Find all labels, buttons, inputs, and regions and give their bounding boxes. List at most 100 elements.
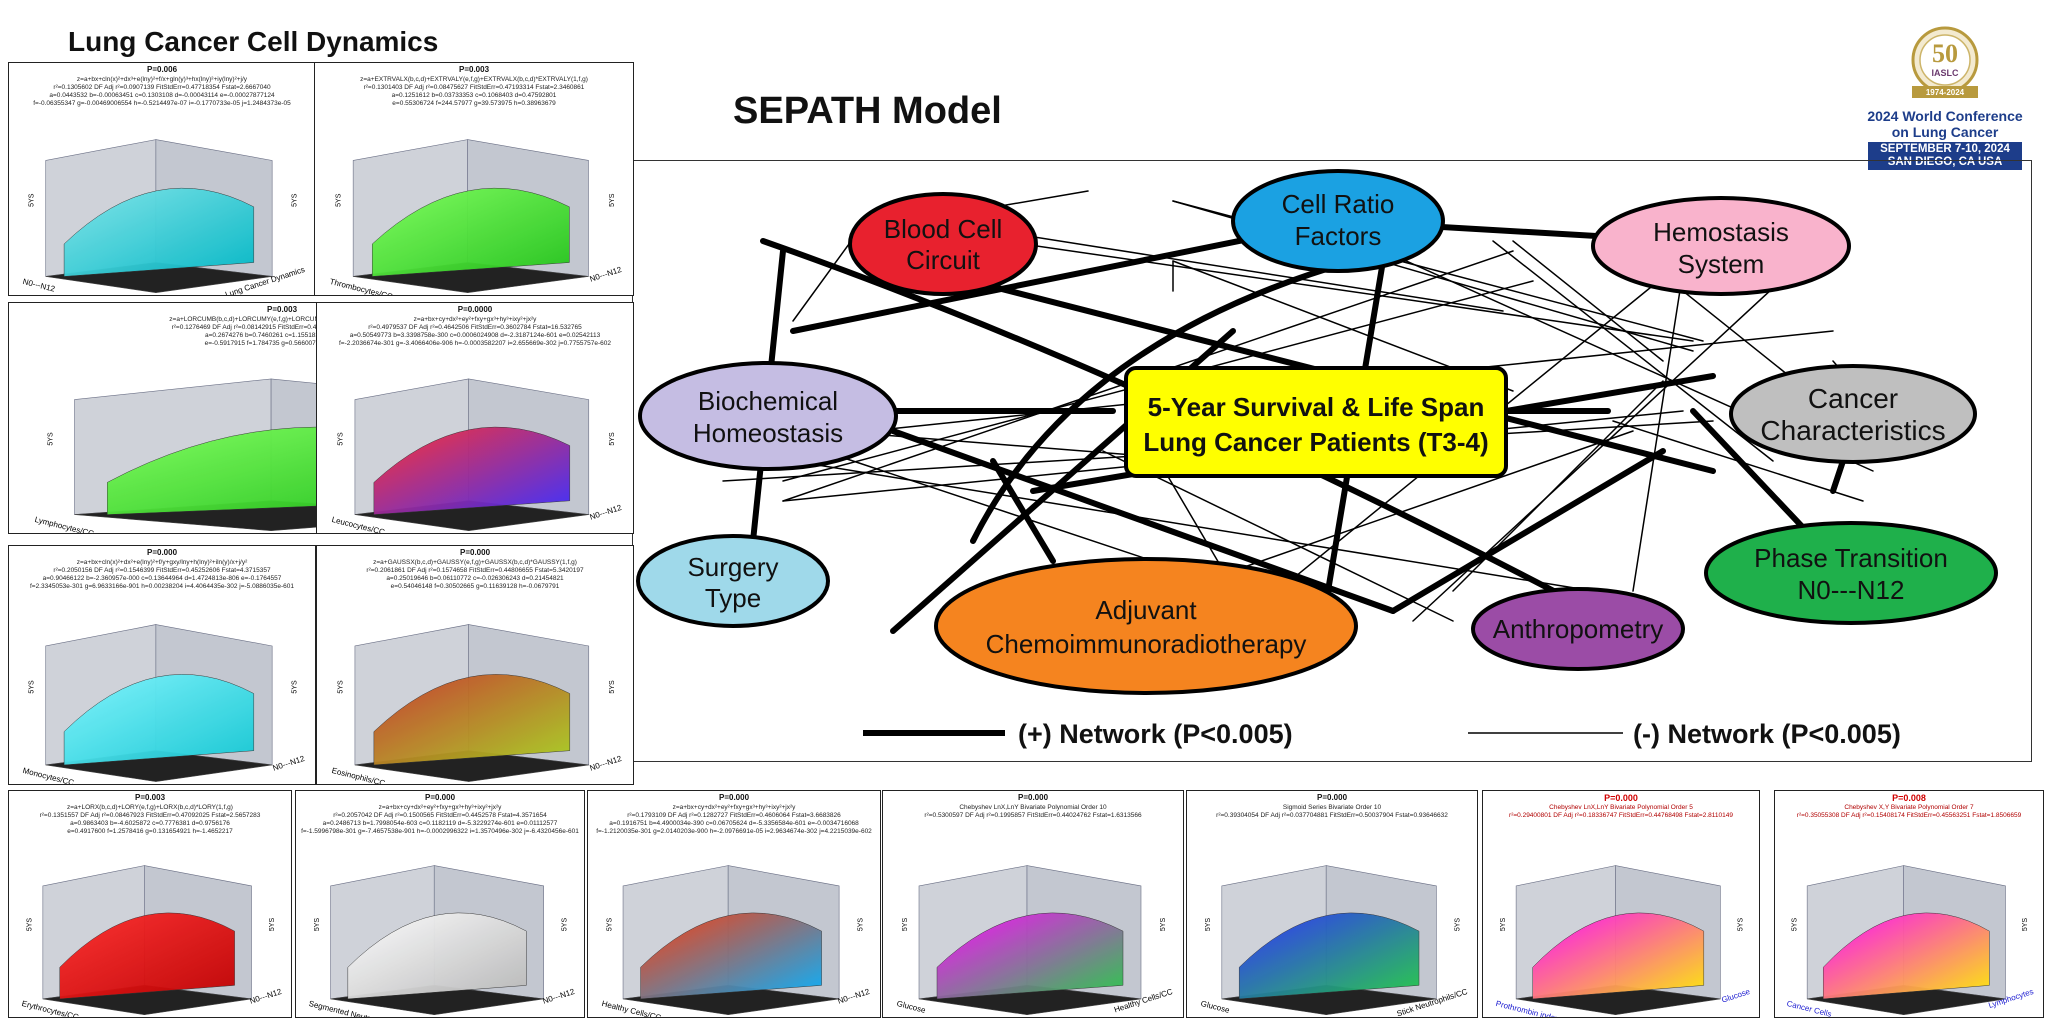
plot-equation-line: e=-0.5917915 f=1.784735 g=0.5660075 h=0.… [204,340,360,347]
plot-equation-line: r²=0.1793109 DF Adj r²=0.1282727 FitStdE… [627,812,841,819]
plot-equation-line: r²=0.1276469 DF Adj r²=0.08142915 FitStd… [171,324,393,331]
plot-equation-line: f=-0.06355347 g=-0.00469006554 h=-0.5214… [33,100,291,107]
svg-text:5YS: 5YS [609,680,616,694]
conference-location: SAN DIEGO, CA USA [1887,156,2003,168]
edge-thin-4 [932,230,1694,342]
badge-number: 50 [1932,39,1958,68]
legend: (+) Network (P<0.005) (-) Network (P<0.0… [863,719,1901,749]
plot-equation-line: r²=0.1305602 DF Adj r²=0.0907139 FitStdE… [53,84,271,91]
svg-text:5YS: 5YS [1737,918,1744,932]
surface-plot-svg: 5YS 5YS [335,139,616,293]
plot-p-value: P=0.003 [458,65,490,74]
plot-equation-line: r²=0.2050156 DF Adj r²=0.1546399 FitStdE… [53,567,271,574]
surface-plot-2: 5YS 5YS P=0.003 z=a+EXTRVALX(b,c,d)+EXTRV… [314,62,634,296]
surface-plot-7: 5YS 5YS P=0.003 z=a+LORX(b,c,d)+LORY(e,f,… [8,790,292,1018]
svg-text:5YS: 5YS [1160,918,1167,932]
surface-plot-svg: 5YS 5YS [28,624,299,782]
node-biochemical-line2: Homeostasis [693,418,843,448]
plot-equation-line: a=0.2674276 b=0.7460261 c=1.155183 d=0.8… [205,332,359,339]
edge-center-adjuvant [990,458,1056,564]
conference-line1: 2024 World Conference [1867,108,2023,124]
svg-text:5YS: 5YS [27,918,34,932]
node-center-line2: Lung Cancer Patients (T3-4) [1143,427,1488,457]
plot-equation-line: a=0.9863403 b=-4.6025872 c=0.7776381 d=0… [70,820,230,827]
surface-mesh [640,912,822,1000]
svg-text:5YS: 5YS [1500,918,1507,932]
svg-text:5YS: 5YS [1791,918,1798,932]
node-surgery-type: Surgery Type [636,534,830,628]
edge-thin-20 [1492,240,1774,462]
plot-equation-line: z=a+bx+cy+dx²+ey²+fxy+gx³+hy³+ixy²+jx²y [672,804,796,811]
conference-logo: 50 IASLC 1974-2024 2024 World Conference… [1860,16,2030,170]
conference-date-banner: SEPTEMBER 7-10, 2024 SAN DIEGO, CA USA [1868,142,2022,170]
plot-equation-line: Chebyshev LnX,LnY Bivariate Polynomial O… [1549,804,1693,811]
svg-text:5YS: 5YS [609,193,616,207]
surface-mesh [1238,912,1420,1000]
svg-text:5YS: 5YS [857,918,864,932]
plot-equation-line: f=-2.2036674e-301 g=-3.4066406e-906 h=-0… [339,340,611,347]
node-phase-line1: Phase Transition [1754,543,1948,573]
svg-text:5YS: 5YS [48,432,55,446]
node-hemostasis: Hemostasis System [1591,196,1851,296]
plot-equation-line: r²=0.29400801 DF Adj r²=0.18336747 FitSt… [1509,812,1733,819]
iaslc-badge-icon: 50 IASLC 1974-2024 [1911,26,1979,98]
badge-org: IASLC [1932,68,1960,78]
plot-equation-line: e=0.54046148 f=0.30502665 g=0.11639128 h… [390,583,560,590]
plot-equation-line: Chebyshev X,Y Bivariate Polynomial Order… [1844,804,1974,811]
svg-text:5YS: 5YS [2022,918,2029,932]
node-blood-cell-line2: Circuit [906,245,980,275]
surface-plot-svg: 5YS 5YS [28,139,299,293]
svg-text:5YS: 5YS [562,918,569,932]
surface-plot-svg: 5YS 5YS [1791,865,2029,1016]
plot-equation-line: f=2.3345053e-301 g=6.9633166e-901 h=0.00… [29,583,295,590]
edge-thin-24 [1632,270,1684,592]
plot-p-value: P=0.008 [1892,793,1926,803]
surface-mesh [936,912,1124,1000]
node-blood-cell-line1: Blood Cell [884,214,1003,244]
surface-plot-svg: 5YS 5YS [314,865,569,1016]
surface-plot-svg: 5YS 5YS [902,865,1167,1016]
plot-equation-line: z=a+GAUSSX(b,c,d)+GAUSSY(e,f,g)+GAUSSX(b… [373,559,577,566]
plot-p-value: P=0.000 [146,548,178,557]
node-cell-ratio-line2: Factors [1295,221,1382,251]
node-phase-transition: Phase Transition N0---N12 [1704,521,1998,625]
plot-equation-line: z=a+EXTRVALX(b,c,d)+EXTRVALY(e,f,g)+EXTR… [360,76,588,83]
node-adjuvant: Adjuvant Chemoimmunoradiotherapy [934,557,1358,695]
plot-p-value: P=0.000 [459,548,491,557]
node-hemostasis-line2: System [1678,249,1765,279]
svg-text:5YS: 5YS [902,918,909,932]
surface-plot-svg: 5YS 5YS [337,624,616,782]
node-anthropometry: Anthropometry [1471,587,1685,671]
surface-mesh [1532,912,1705,1000]
svg-text:5YS: 5YS [335,193,342,207]
plot-equation-line: z=a+bx+cln(x)²+dx²+e(lny)²+f/y+gxy/lny+h… [76,559,248,566]
surface-mesh [373,426,571,515]
plot-equation-line: z=a+LORX(b,c,d)+LORY(e,f,g)+LORX(b,c,d)*… [67,804,233,811]
plot-equation-line: z=a+LORCUMB(b,c,d)+LORCUMY(e,f,g)+LORCUM… [169,316,395,323]
node-cancer-characteristics: Cancer Characteristics [1729,364,1977,464]
edge-thin-17 [1102,450,1454,622]
plot-equation-line: z=a+bx+cy+dx²+ey²+fxy+gx³+hy³+ixy²+jx²y [413,316,537,323]
surface-plot-6: 5YS 5YS P=0.000 z=a+GAUSSX(b,c,d)+GAUSSY(… [316,545,634,785]
node-cell-ratio-line1: Cell Ratio [1282,189,1395,219]
plot-p-value: P=0.000 [1604,793,1638,803]
network-svg: Blood Cell Circuit Cell Ratio Factors He… [636,169,1998,749]
plot-equation-line: a=0.2486713 b=1.7998054e-603 c=0.1182119… [322,820,558,827]
svg-text:5YS: 5YS [314,918,321,932]
plot-p-value: P=0.000 [1316,793,1348,802]
svg-text:5YS: 5YS [292,680,299,694]
edge-thin-29 [1612,420,1864,502]
plot-p-value: P=0.003 [134,793,166,802]
plot-p-value: P=0.000 [1017,793,1049,802]
plot-equation-line: a=0.25019646 b=0.06110772 c=-0.026306243… [386,575,564,582]
surface-mesh [63,674,255,766]
surface-plot-svg: 5YS 5YS [27,865,276,1016]
plot-equation-line: a=0.1251612 b=0.03733353 c=0.1068403 d=0… [391,92,557,99]
surface-mesh [63,188,255,277]
plot-equation-line: f=-1.2120035e-301 g=2.0140203e-900 h=-2.… [596,828,872,835]
